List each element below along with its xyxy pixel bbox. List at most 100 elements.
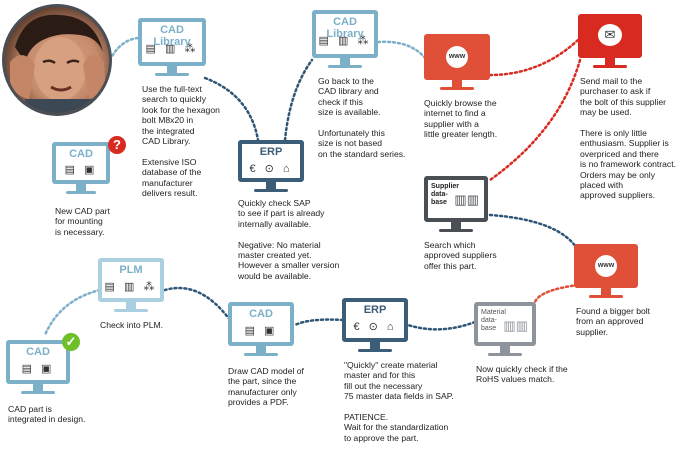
monitor-base [439, 229, 473, 232]
text-mail: Send mail to the purchaser to ask if the… [580, 76, 676, 201]
monitor-title: CAD [69, 148, 93, 160]
monitor-title: CAD [26, 346, 50, 358]
mail-monitor: ✉ [578, 14, 642, 70]
connector [43, 288, 102, 337]
text-new-cad-part: New CAD part for mounting is necessary. [55, 206, 110, 237]
monitor-screen: CAD Library ▤ ▥ ⁂ [312, 10, 378, 58]
mail-icon: ✉ [598, 24, 622, 46]
monitor-screen: PLM ▤ ▥ ⁂ [98, 258, 164, 302]
plm-icons: ▤ ▥ ⁂ [104, 281, 158, 293]
cad-monitor-bottom-left: CAD ▤ ▣ [6, 340, 70, 394]
monitor-title: CAD Library [326, 16, 364, 40]
monitor-base [440, 87, 474, 90]
document-icons: ▤ ▣ [21, 363, 55, 375]
connector [108, 36, 140, 62]
document-icons: ▤ ▣ [64, 164, 98, 176]
monitor-stand [452, 80, 462, 87]
monitor-base [328, 65, 362, 68]
monitor-base [155, 73, 189, 76]
cad-library-monitor-1: CAD Library ▤ ▥ ⁂ [138, 18, 206, 78]
text-plm: Check into PLM. [100, 320, 164, 330]
monitor-screen: CAD ▤ ▣ [52, 142, 110, 184]
material-database-monitor: Material data- base ▥▥ [474, 302, 536, 358]
monitor-base [21, 391, 55, 394]
monitor-screen: CAD Library ▤ ▥ ⁂ [138, 18, 206, 66]
connector [488, 58, 582, 182]
stressed-man-portrait [2, 4, 112, 116]
connector [376, 40, 427, 60]
text-www-1: Quickly browse the internet to find a su… [424, 98, 498, 140]
portrait-illustration [10, 14, 105, 113]
document-icons: ▤ ▣ [244, 325, 278, 337]
monitor-screen: CAD ▤ ▣ [228, 302, 294, 346]
monitor-base [358, 349, 392, 352]
monitor-screen: ERP € ⊙ ⌂ [342, 298, 408, 342]
server-icon: ▥▥ [454, 192, 479, 207]
monitor-stand [266, 182, 276, 189]
monitor-base [254, 189, 288, 192]
monitor-base [114, 309, 148, 312]
plm-monitor: PLM ▤ ▥ ⁂ [98, 258, 164, 314]
monitor-stand [451, 222, 461, 229]
connector [488, 213, 580, 252]
check-badge: ✓ [62, 333, 80, 351]
library-icons: ▤ ▥ ⁂ [145, 43, 199, 55]
cad-monitor-mid: CAD ▤ ▣ [228, 302, 294, 358]
erp-icons: € ⊙ ⌂ [249, 163, 293, 175]
erp-monitor-top: ERP € ⊙ ⌂ [238, 140, 304, 192]
monitor-title: ERP [363, 304, 387, 316]
connector [283, 58, 314, 142]
monitor-stand [370, 342, 380, 349]
question-badge: ? [108, 136, 126, 154]
text-cad-bottom-left: CAD part is integrated in design. [8, 404, 86, 425]
supplier-database-monitor: Supplier data- base ▥▥ [424, 176, 488, 234]
monitor-base [66, 191, 96, 194]
monitor-screen: www [574, 244, 638, 288]
text-supplier-database: Search which approved suppliers offer th… [424, 240, 497, 271]
monitor-title: CAD [249, 308, 273, 320]
monitor-title: Material data- base [481, 309, 506, 332]
monitor-stand [167, 66, 177, 73]
connector [533, 283, 580, 304]
globe-icon: www [446, 46, 468, 68]
text-cad-library-1: Use the full-text search to quickly look… [142, 84, 220, 199]
globe-icon: www [595, 255, 617, 277]
cad-library-monitor-2: CAD Library ▤ ▥ ⁂ [312, 10, 378, 70]
text-material-database: Now quickly check if the RoHS values mat… [476, 364, 568, 385]
monitor-title: CAD Library [153, 24, 191, 48]
text-erp-bottom: "Quickly" create material master and for… [344, 360, 454, 443]
connector [293, 318, 345, 327]
connector [406, 320, 477, 331]
text-www-2: Found a bigger bolt from an approved sup… [576, 306, 651, 337]
connector [488, 38, 580, 77]
monitor-base [589, 295, 623, 298]
text-erp-top: Quickly check SAP to see if part is alre… [238, 198, 340, 281]
www-monitor-2: www [574, 244, 638, 300]
monitor-stand [605, 58, 615, 65]
monitor-screen: www [424, 34, 490, 80]
monitor-screen: ✉ [578, 14, 642, 58]
monitor-stand [340, 58, 350, 65]
monitor-stand [500, 346, 510, 353]
monitor-stand [601, 288, 611, 295]
monitor-stand [76, 184, 86, 191]
server-icon: ▥▥ [503, 318, 528, 333]
erp-monitor-bottom: ERP € ⊙ ⌂ [342, 298, 408, 354]
connector [203, 76, 260, 142]
monitor-screen: ERP € ⊙ ⌂ [238, 140, 304, 182]
monitor-screen: Material data- base ▥▥ [474, 302, 536, 346]
connector [163, 286, 232, 322]
monitor-screen: Supplier data- base ▥▥ [424, 176, 488, 222]
monitor-title: ERP [259, 146, 283, 158]
monitor-title: Supplier data- base [431, 183, 460, 206]
monitor-base [244, 353, 278, 356]
monitor-title: PLM [119, 264, 143, 276]
erp-icons: € ⊙ ⌂ [353, 321, 397, 333]
monitor-stand [256, 346, 266, 353]
monitor-stand [33, 384, 43, 391]
www-monitor-1: www [424, 34, 490, 92]
text-cad-mid: Draw CAD model of the part, since the ma… [228, 366, 304, 408]
cad-monitor-top: CAD ▤ ▣ [52, 142, 110, 194]
text-cad-library-2: Go back to the CAD library and check if … [318, 76, 406, 159]
